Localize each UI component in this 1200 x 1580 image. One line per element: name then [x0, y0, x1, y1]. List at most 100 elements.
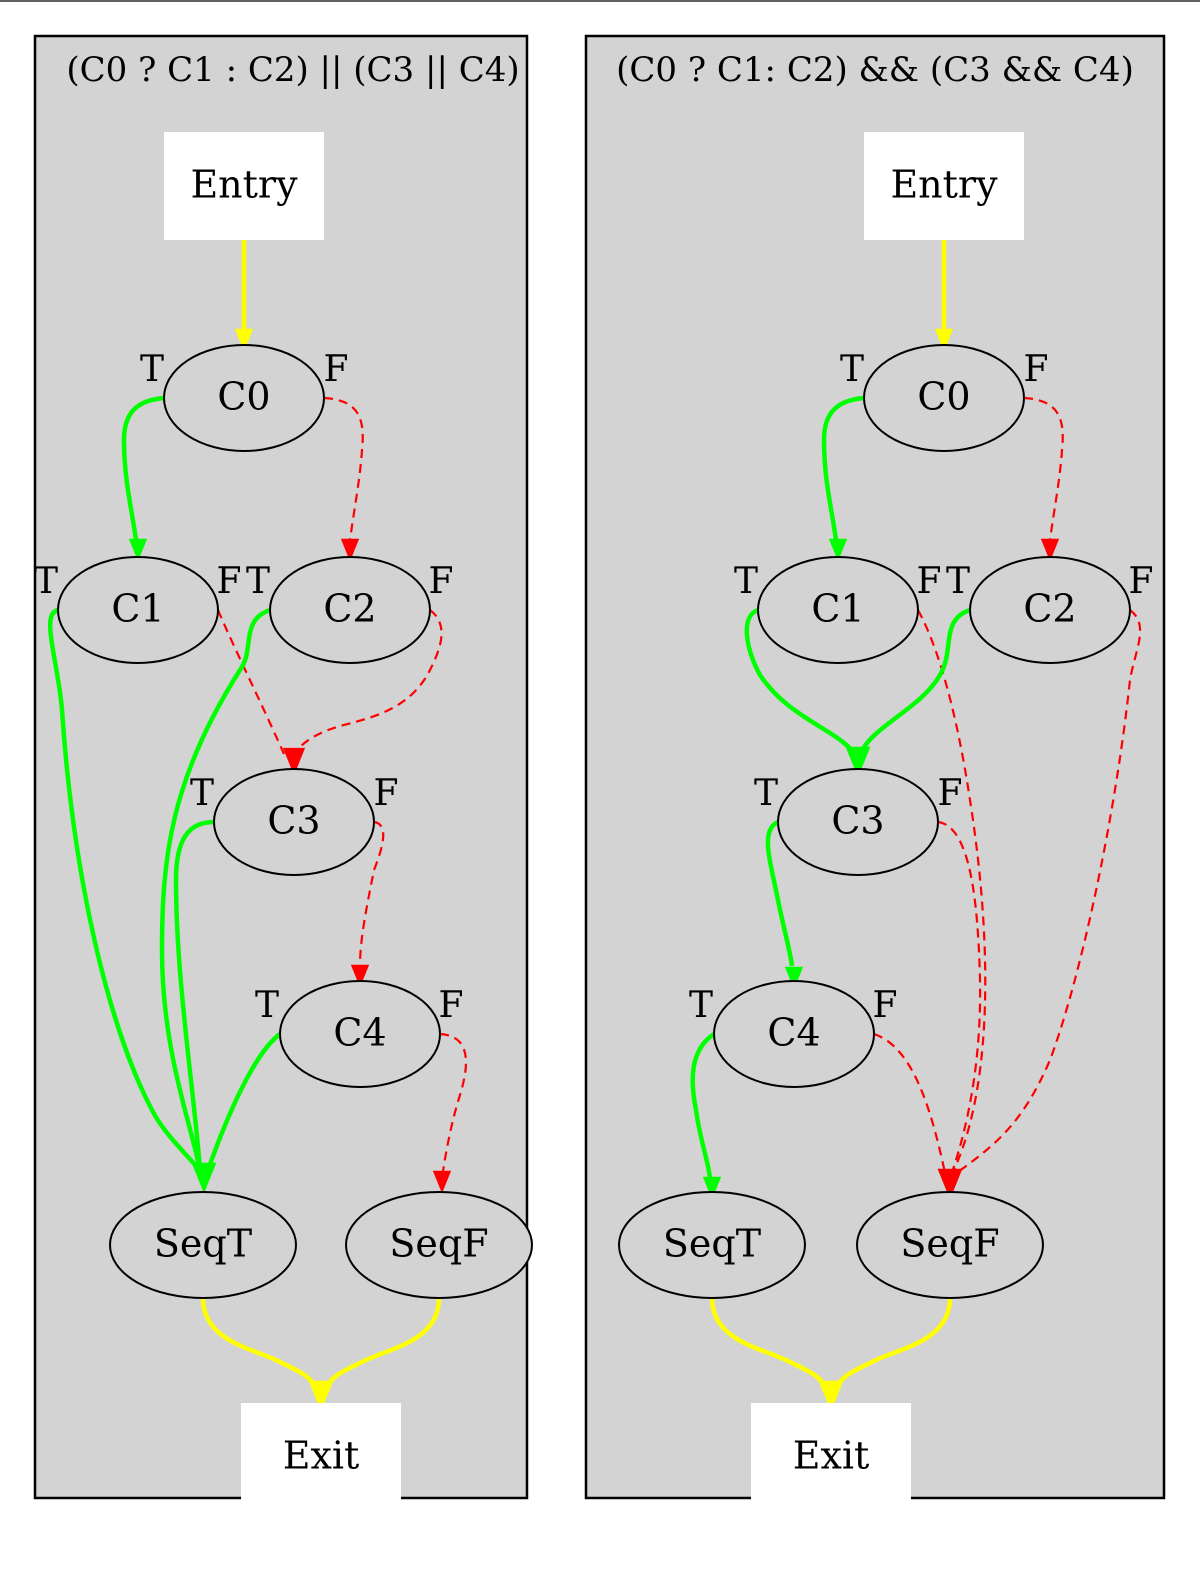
- arrowhead-c1: [128, 538, 148, 562]
- arrowhead-seqt: [191, 1162, 217, 1194]
- node-label: C4: [333, 1011, 386, 1055]
- port-label-false: F: [938, 773, 963, 814]
- edge-c0-to-c1: [821, 395, 865, 541]
- port-label-true: T: [946, 561, 970, 602]
- node-ellipse: [213, 768, 375, 876]
- edge-c0-to-c2: [323, 396, 364, 541]
- node-ellipse: [269, 556, 431, 664]
- edge-c0-to-c1: [121, 395, 165, 541]
- edge-c3-to-c4: [765, 819, 795, 967]
- edge-c1-to-seqt: [47, 607, 202, 1172]
- port-label-false: F: [374, 773, 399, 814]
- edge-c1-to-c3: [744, 607, 858, 758]
- port-label-true: T: [840, 349, 864, 390]
- node-c3: C3: [777, 768, 939, 876]
- node-box: [241, 1403, 401, 1511]
- node-c4: C4: [279, 980, 441, 1088]
- node-ellipse: [969, 556, 1131, 664]
- node-label: SeqF: [389, 1222, 488, 1266]
- node-c0: C0: [163, 344, 325, 452]
- node-seqt: SeqT: [109, 1191, 297, 1299]
- arrowhead-seqf: [432, 1170, 452, 1194]
- node-c1: C1: [757, 556, 919, 664]
- arrowhead-c0: [234, 328, 254, 352]
- node-ellipse: [777, 768, 939, 876]
- port-label-false: F: [439, 985, 464, 1026]
- node-label: Exit: [793, 1434, 870, 1478]
- node-c2: C2: [269, 556, 431, 664]
- node-ellipse: [757, 556, 919, 664]
- port-label-false: F: [429, 561, 454, 602]
- node-ellipse: [279, 980, 441, 1088]
- arrowhead-exit: [308, 1380, 334, 1412]
- edge-c4-to-seqt: [690, 1032, 716, 1179]
- edge-c3-to-c4: [358, 820, 385, 967]
- edge-seqf-to-exit: [323, 1297, 442, 1390]
- arrowhead-c0: [934, 328, 954, 352]
- node-ellipse: [856, 1191, 1044, 1299]
- arrowhead-c4: [350, 964, 370, 988]
- arrowhead-c3: [282, 747, 306, 776]
- port-label-false: F: [917, 561, 942, 602]
- node-box: [164, 132, 324, 240]
- node-seqt: SeqT: [618, 1191, 806, 1299]
- edge-c2-to-c3: [857, 607, 971, 757]
- node-ellipse: [345, 1191, 533, 1299]
- node-c1: C1: [57, 556, 219, 664]
- node-entry: Entry: [864, 132, 1024, 240]
- node-label: C2: [1023, 587, 1076, 631]
- node-c4: C4: [713, 980, 875, 1088]
- edge-seqt-to-exit: [709, 1297, 829, 1390]
- node-ellipse: [163, 344, 325, 452]
- node-label: C3: [267, 799, 320, 843]
- node-ellipse: [109, 1191, 297, 1299]
- node-label: Entry: [190, 163, 298, 207]
- node-label: SeqF: [900, 1222, 999, 1266]
- node-c0: C0: [863, 344, 1025, 452]
- arrowhead-seqf: [937, 1168, 963, 1200]
- edge-c3-to-seqt: [173, 819, 215, 1171]
- node-c3: C3: [213, 768, 375, 876]
- edge-c4-to-seqt: [205, 1032, 282, 1171]
- node-label: Exit: [283, 1434, 360, 1478]
- node-ellipse: [618, 1191, 806, 1299]
- edge-c4-to-seqf: [439, 1032, 468, 1179]
- node-ellipse: [863, 344, 1025, 452]
- node-label: C0: [917, 375, 970, 419]
- port-label-false: F: [217, 561, 242, 602]
- node-label: C1: [111, 587, 164, 631]
- port-label-true: T: [34, 561, 58, 602]
- node-c2: C2: [969, 556, 1131, 664]
- edge-c4-to-seqf: [873, 1032, 948, 1179]
- node-box: [751, 1403, 911, 1511]
- arrowhead-seqt: [702, 1176, 722, 1200]
- port-label-true: T: [246, 561, 270, 602]
- port-label-true: T: [140, 349, 164, 390]
- node-entry: Entry: [164, 132, 324, 240]
- edge-c1-to-seqf: [917, 609, 987, 1179]
- cluster-title: (C0 ? C1 : C2) || (C3 || C4): [66, 50, 519, 90]
- node-box: [864, 132, 1024, 240]
- node-label: SeqT: [154, 1222, 252, 1266]
- port-label-false: F: [324, 349, 349, 390]
- edge-c2-to-seqt: [159, 607, 271, 1171]
- edge-c3-to-seqf: [937, 820, 982, 1179]
- port-label-true: T: [734, 561, 758, 602]
- arrowhead-c4: [784, 966, 804, 990]
- port-label-true: T: [190, 773, 214, 814]
- node-exit: Exit: [241, 1403, 401, 1511]
- node-label: SeqT: [663, 1222, 761, 1266]
- port-label-false: F: [1129, 561, 1154, 602]
- port-label-true: T: [255, 985, 279, 1026]
- arrowhead-c3: [845, 746, 871, 778]
- port-label-false: F: [873, 985, 898, 1026]
- node-exit: Exit: [751, 1403, 911, 1511]
- port-label-true: T: [689, 985, 713, 1026]
- node-label: C4: [767, 1011, 820, 1055]
- node-seqf: SeqF: [345, 1191, 533, 1299]
- node-seqf: SeqF: [856, 1191, 1044, 1299]
- port-label-false: F: [1024, 349, 1049, 390]
- edge-c2-to-seqf: [949, 609, 1142, 1179]
